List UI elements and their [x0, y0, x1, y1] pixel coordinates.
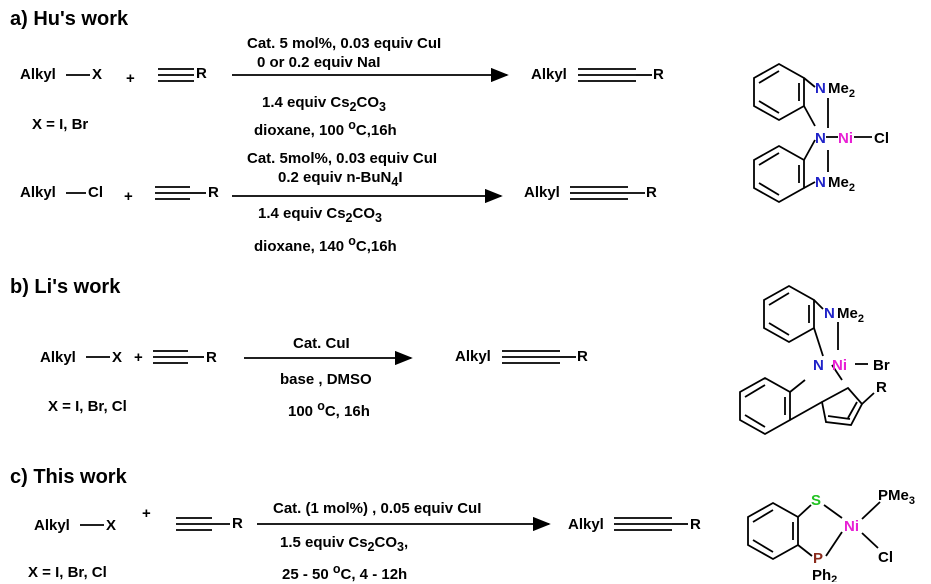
b-halide-note: X = I, Br, Cl [48, 398, 127, 415]
a1-plus: + [126, 70, 135, 87]
cat-b-ni: Ni [832, 357, 847, 374]
a1-condition-above-1: Cat. 5 mol%, 0.03 equiv CuI [247, 35, 442, 52]
catalyst-c-structure [747, 501, 881, 561]
a2-condition-below-2: dioxane, 140 oC,16h [254, 234, 397, 255]
a2-product-alkyl: Alkyl [524, 184, 560, 201]
cat-c-ni: Ni [844, 518, 859, 535]
a2-condition-above-2: 0.2 equiv n-BuN4I [278, 169, 403, 189]
section-a-heading: a) Hu's work [10, 8, 129, 30]
b-product-alkyl: Alkyl [455, 348, 491, 365]
cat-a-cl: Cl [874, 130, 889, 147]
c-reactant-alkyl: Alkyl [34, 517, 70, 534]
c-condition-below-2: 25 - 50 oC, 4 - 12h [282, 562, 408, 583]
b-reactant-alkyne-bond [153, 350, 188, 364]
section-c-heading: c) This work [10, 466, 127, 488]
cat-c-cl: Cl [878, 549, 893, 566]
a1-reactant-alkyl: Alkyl [20, 66, 56, 83]
a1-reactant-alkyne-bond [158, 68, 194, 82]
c-product-r: R [690, 516, 701, 533]
a1-reactant-halide: X [92, 66, 103, 83]
cat-c-s: S [811, 492, 821, 509]
c-condition-below-1: 1.5 equiv Cs2CO3, [280, 534, 409, 554]
a1-condition-below-2: dioxane, 100 oC,16h [254, 118, 397, 139]
cat-b-r: R [876, 379, 887, 396]
c-product-alkyne-bond [614, 517, 672, 531]
b-condition-below-2: 100 oC, 16h [288, 399, 370, 420]
cat-b-br: Br [873, 357, 890, 374]
cat-a-n-top: N [815, 80, 826, 97]
cat-a-n-bot: N [815, 174, 826, 191]
a2-reactant-alkyl: Alkyl [20, 184, 56, 201]
b-condition-above-1: Cat. CuI [293, 335, 350, 352]
a2-condition-below-1: 1.4 equiv Cs2CO3 [258, 205, 382, 225]
a2-condition-above-1: Cat. 5mol%, 0.03 equiv CuI [247, 150, 438, 167]
b-condition-below-1: base , DMSO [280, 371, 372, 388]
a2-product-alkyne-bond [570, 186, 628, 200]
a1-product-alkyl: Alkyl [531, 66, 567, 83]
cat-b-n-top: N [824, 305, 835, 322]
cat-a-me2-top: Me2 [828, 80, 855, 100]
catalyst-b-structure [739, 284, 875, 436]
c-reactant-halide: X [106, 517, 117, 534]
cat-c-p: P [813, 550, 823, 567]
a1-halide-note: X = I, Br [32, 116, 89, 133]
cat-b-me2: Me2 [837, 305, 864, 325]
b-reactant-halide: X [112, 349, 123, 366]
a1-product-r: R [653, 66, 664, 83]
cat-b-n-mid: N [813, 357, 824, 374]
b-product-r: R [577, 348, 588, 365]
a1-condition-above-2: 0 or 0.2 equiv NaI [257, 54, 381, 71]
a1-condition-below-1: 1.4 equiv Cs2CO3 [262, 94, 386, 114]
a1-alkyne-r: R [196, 65, 207, 82]
a2-reactant-alkyne-bond [155, 186, 190, 200]
c-alkyne-r: R [232, 515, 243, 532]
b-product-alkyne-bond [502, 350, 560, 364]
c-halide-note: X = I, Br, Cl [28, 564, 107, 581]
a1-product-alkyne-bond [578, 68, 636, 82]
b-plus: + [134, 349, 143, 366]
cat-a-me2-bot: Me2 [828, 174, 855, 194]
section-b-heading: b) Li's work [10, 276, 121, 298]
cat-c-ph2: Ph2 [812, 567, 837, 582]
b-reactant-alkyl: Alkyl [40, 349, 76, 366]
cat-c-pme3: PMe3 [878, 487, 915, 507]
c-reactant-alkyne-bond [176, 517, 212, 531]
a2-plus: + [124, 188, 133, 205]
cat-a-n-mid: N [815, 130, 826, 147]
a2-alkyne-r: R [208, 184, 219, 201]
catalyst-a-structure [753, 62, 872, 204]
a2-product-r: R [646, 184, 657, 201]
c-product-alkyl: Alkyl [568, 516, 604, 533]
c-plus: + [142, 505, 151, 522]
a2-reactant-halide: Cl [88, 184, 103, 201]
c-condition-above-1: Cat. (1 mol%) , 0.05 equiv CuI [273, 500, 482, 517]
cat-a-ni: Ni [838, 130, 853, 147]
b-alkyne-r: R [206, 349, 217, 366]
